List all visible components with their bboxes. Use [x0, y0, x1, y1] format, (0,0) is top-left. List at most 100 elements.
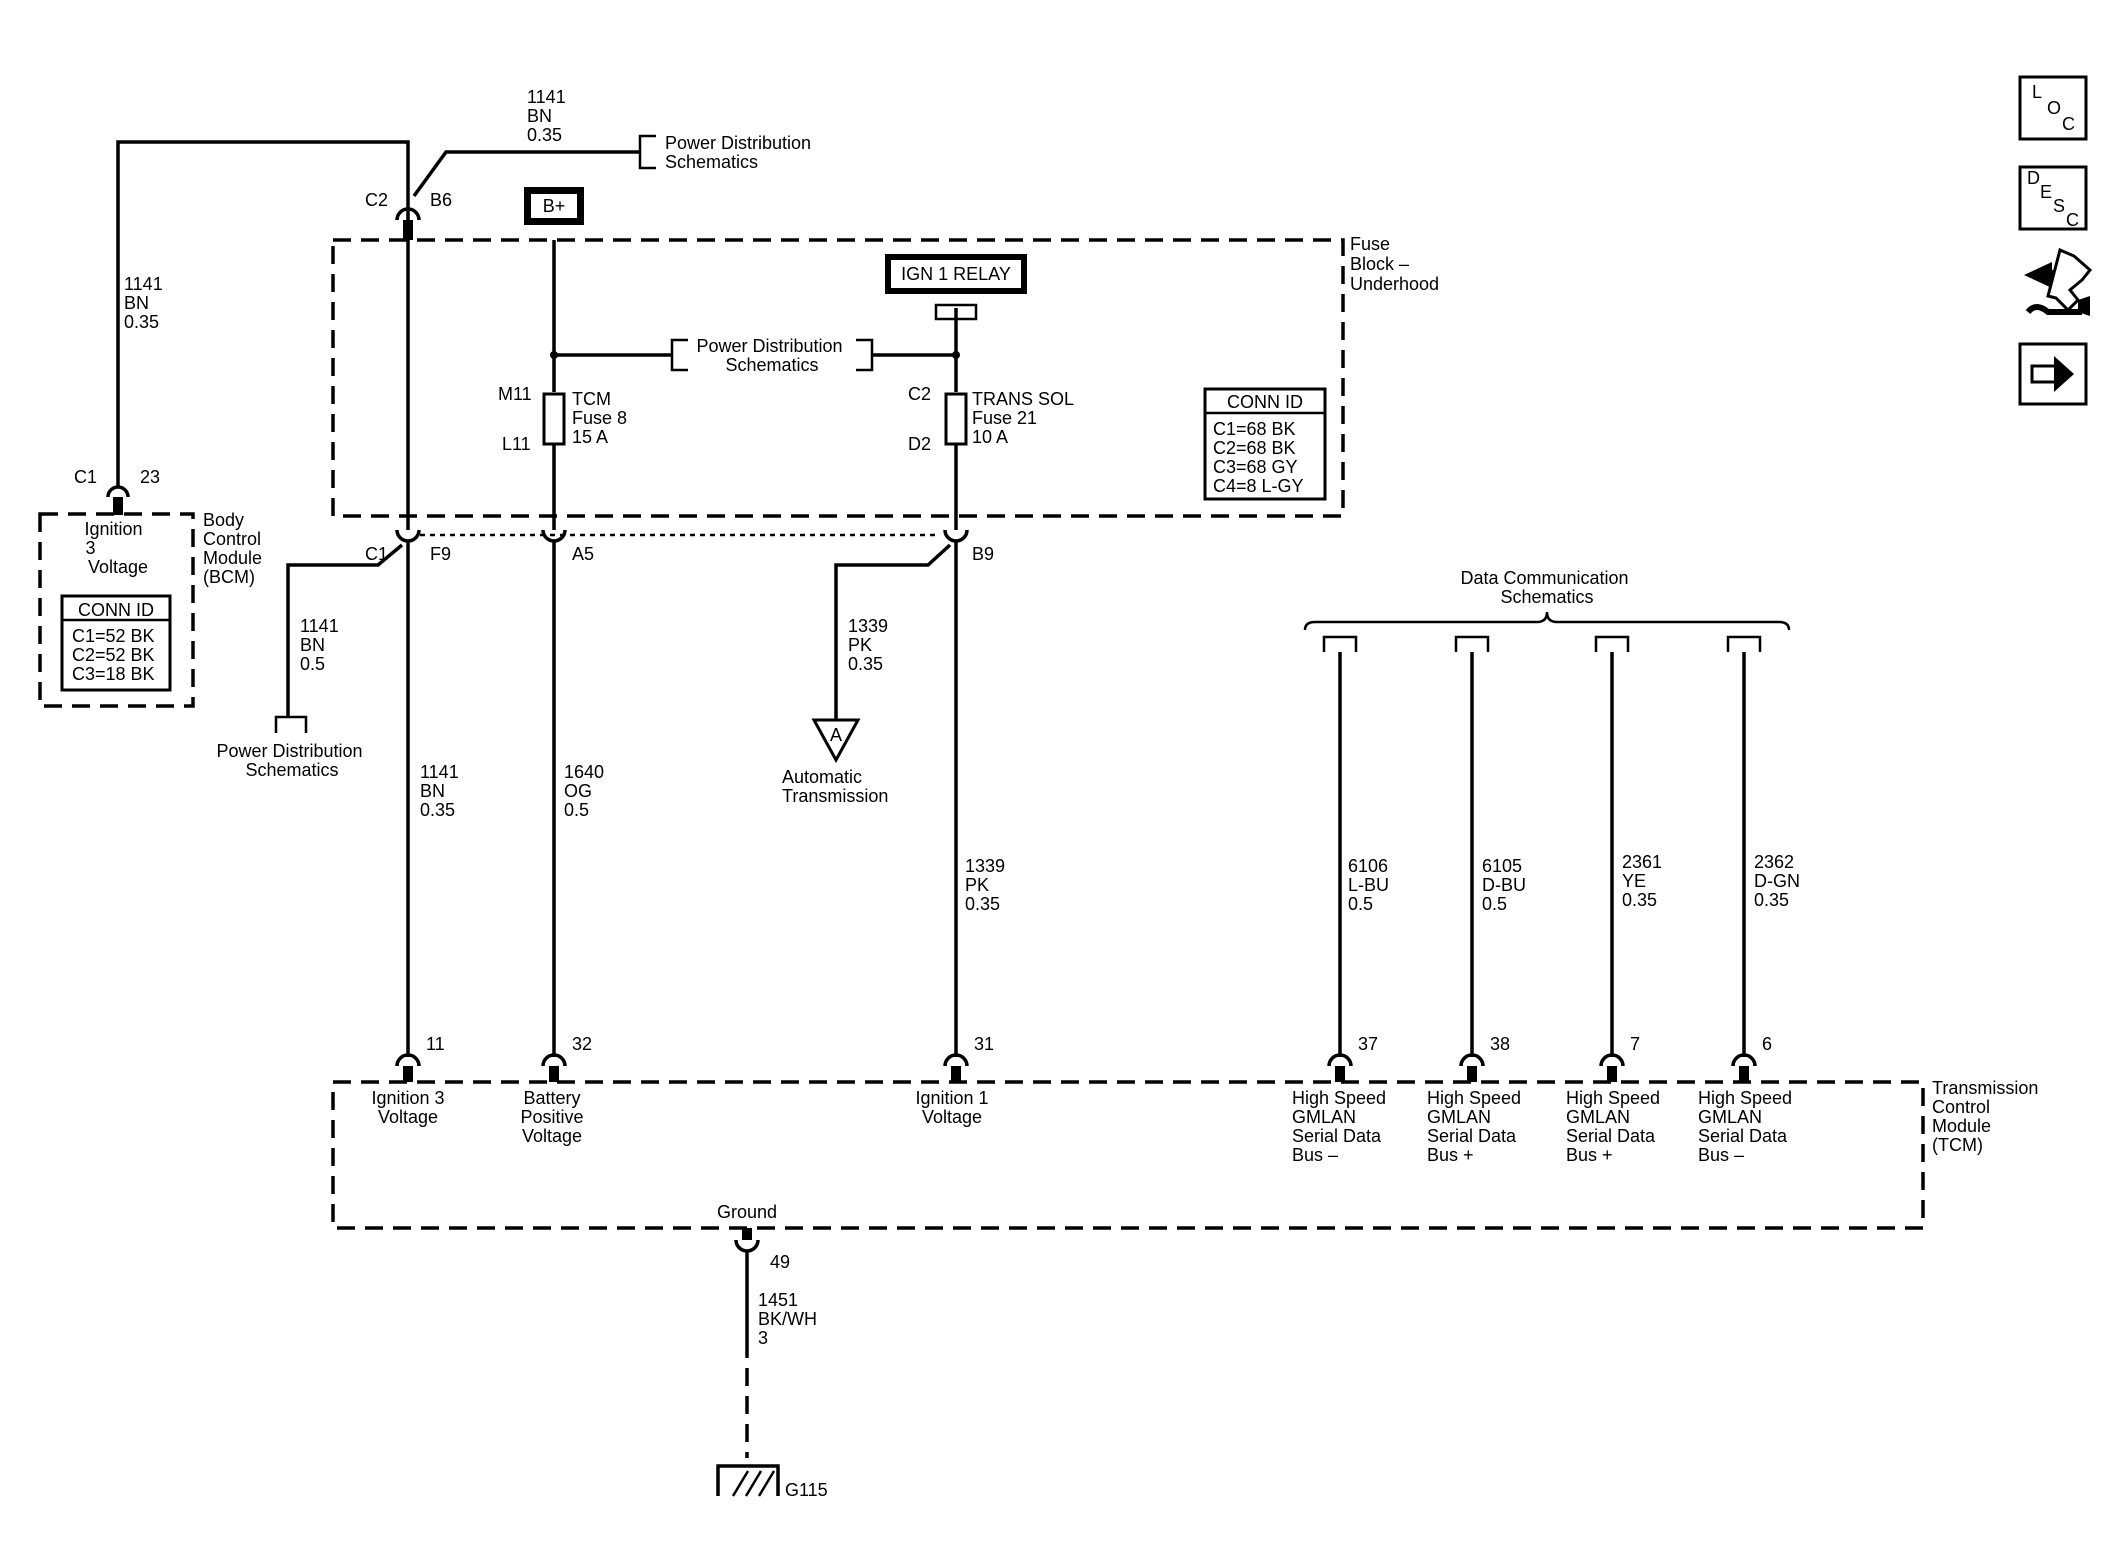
pd-ref-mid[interactable]: Power Distribution Schematics: [696, 336, 847, 375]
ign1-relay-box: IGN 1 RELAY: [885, 254, 1027, 294]
pd-ref-bracket-mid-l: [670, 338, 688, 372]
c2-fuse-label: C2: [908, 384, 931, 404]
svg-text:C2=52 BK: C2=52 BK: [72, 645, 155, 665]
ground-pin-label: Ground: [717, 1202, 777, 1222]
bcm-c1-label: C1: [74, 467, 97, 487]
pd-ref-left[interactable]: Power Distribution Schematics: [216, 741, 367, 780]
wire-pd-left-label: 1141 BN 0.5: [300, 616, 344, 674]
tcm-outline: [331, 1080, 1925, 1230]
svg-text:C3=68 GY: C3=68 GY: [1213, 457, 1298, 477]
trans-sol-fuse: [944, 392, 968, 446]
svg-text:31: 31: [974, 1034, 994, 1054]
pd-ref-top[interactable]: Power Distribution Schematics: [665, 133, 816, 172]
wire-bcm-label: 1141 BN 0.35: [124, 274, 168, 332]
svg-text:C2=68 BK: C2=68 BK: [1213, 438, 1296, 458]
desc-icon[interactable]: D E S C: [2018, 165, 2088, 231]
bcm-connector: [106, 485, 130, 498]
f9-label: F9: [430, 544, 451, 564]
connector-b9: [943, 529, 969, 543]
wire-6105-label: 6105 D-BU 0.5: [1482, 856, 1531, 914]
auto-trans-marker-letter: A: [830, 725, 842, 745]
ground-connector: [734, 1239, 760, 1253]
svg-text:L: L: [2032, 82, 2042, 102]
bcm-outline: [38, 512, 195, 708]
connector-a5: [541, 529, 567, 543]
wire-ground-label: 1451 BK/WH 3: [758, 1290, 822, 1348]
svg-text:C4=8 L-GY: C4=8 L-GY: [1213, 476, 1304, 496]
a5-label: A5: [572, 544, 594, 564]
pd-ref-bracket-mid-r: [856, 338, 874, 372]
wire-pd-left: [286, 543, 404, 717]
wire-pk-main-label: 1339 PK 0.35: [965, 856, 1010, 914]
tcm-fuse: [542, 392, 566, 446]
auto-trans-ref-marker[interactable]: [811, 718, 861, 764]
c2-label: C2: [365, 190, 388, 210]
svg-text:C: C: [2062, 114, 2075, 134]
bcm-label: Body Control Module (BCM): [203, 510, 267, 587]
connector-tool-icon[interactable]: [2024, 247, 2093, 316]
ground-g115-label: G115: [785, 1480, 828, 1500]
bcm-conn-id: CONN ID C1=52 BK C2=52 BK C3=18 BK: [60, 594, 172, 692]
svg-text:6: 6: [1762, 1034, 1772, 1054]
svg-text:B+: B+: [543, 196, 566, 216]
next-arrow-icon[interactable]: [2018, 342, 2088, 406]
ground-pin-number: 49: [770, 1252, 790, 1272]
ground-pin-stub: [742, 1228, 752, 1240]
wire-6106-label: 6106 L-BU 0.5: [1348, 856, 1394, 914]
auto-trans-ref[interactable]: Automatic Transmission: [782, 767, 888, 806]
bcm-23-label: 23: [140, 467, 160, 487]
svg-text:S: S: [2053, 196, 2065, 216]
svg-text:11: 11: [426, 1034, 445, 1054]
data-comm-ref[interactable]: Data Communication Schematics: [1460, 568, 1633, 607]
wire-top-label: 1141 BN 0.35: [527, 87, 571, 145]
l11-label: L11: [502, 434, 531, 454]
svg-text:37: 37: [1358, 1034, 1378, 1054]
fuse-block-label: Fuse Block – Underhood: [1350, 234, 1439, 294]
wire-ign3-label: 1141 BN 0.35: [420, 762, 464, 820]
fuse-block-conn-id: CONN ID C1=68 BK C2=68 BK C3=68 GY C4=8 …: [1203, 387, 1327, 501]
svg-text:CONN ID: CONN ID: [78, 600, 154, 620]
tcm-label: Transmission Control Module (TCM): [1932, 1078, 2043, 1155]
wire-bcm-top: [116, 140, 410, 487]
b9-label: B9: [972, 544, 994, 564]
svg-text:D: D: [2027, 168, 2040, 188]
svg-text:C: C: [2066, 210, 2079, 230]
loc-icon[interactable]: L O C: [2018, 75, 2088, 141]
svg-text:7: 7: [1630, 1034, 1640, 1054]
wire-pk-a: [834, 543, 952, 720]
pd-ref-bracket-left: [274, 715, 308, 733]
svg-text:IGN 1 RELAY: IGN 1 RELAY: [901, 264, 1011, 284]
svg-text:C1=52 BK: C1=52 BK: [72, 626, 155, 646]
pd-ref-bracket-top: [638, 134, 656, 170]
svg-text:38: 38: [1490, 1034, 1510, 1054]
connector-c2-b6: [395, 207, 421, 221]
svg-text:C3=18 BK: C3=18 BK: [72, 664, 155, 684]
data-comm-brace: [1303, 611, 1791, 631]
svg-text:32: 32: [572, 1034, 592, 1054]
svg-text:C1=68 BK: C1=68 BK: [1213, 419, 1296, 439]
svg-text:O: O: [2047, 98, 2061, 118]
fuse-block-outline: [331, 238, 1345, 518]
d2-label: D2: [908, 434, 931, 454]
ground-symbol-icon: [716, 1464, 780, 1497]
splice-relay: [952, 351, 960, 359]
wire-2362-label: 2362 D-GN 0.35: [1754, 852, 1805, 910]
wire-bat-label: 1640 OG 0.5: [564, 762, 609, 820]
svg-text:CONN ID: CONN ID: [1227, 392, 1303, 412]
tcm-fuse-label: TCM Fuse 8 15 A: [572, 389, 632, 447]
wire-pk-a-label: 1339 PK 0.35: [848, 616, 893, 674]
